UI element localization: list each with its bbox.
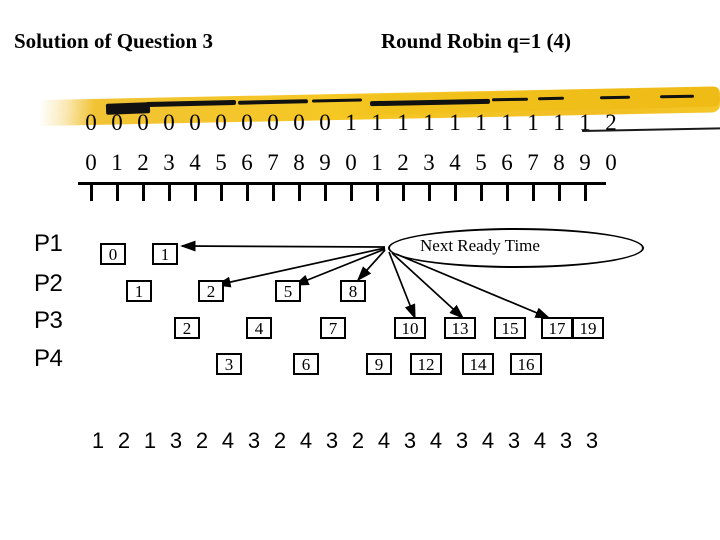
timeline-digit-tens: 0 [85, 110, 97, 135]
timeline-digit-units: 1 [111, 150, 123, 175]
timeline-digit-tens: 0 [215, 110, 227, 135]
timeline-digit-units: 0 [345, 150, 357, 175]
time-box: 0 [100, 243, 126, 265]
process-label-p4: P4 [34, 345, 63, 372]
timeline-digit-units: 1 [371, 150, 383, 175]
time-box: 15 [494, 317, 526, 339]
execution-sequence-item: 3 [455, 428, 469, 453]
time-box: 4 [246, 317, 272, 339]
time-box: 2 [174, 317, 200, 339]
timeline-digit-tens: 1 [501, 110, 513, 135]
marker-scribble [659, 94, 695, 99]
timeline-digit-units: 2 [137, 150, 149, 175]
time-box: 6 [293, 353, 319, 375]
execution-sequence-item: 3 [403, 428, 417, 453]
execution-sequence-item: 4 [377, 428, 391, 453]
timeline-digit-units: 5 [475, 150, 487, 175]
time-box: 2 [198, 280, 224, 302]
timeline-digit-units: 5 [215, 150, 227, 175]
time-box: 19 [572, 317, 604, 339]
timeline-digit-tens: 1 [345, 110, 357, 135]
timeline-digit-units: 8 [293, 150, 305, 175]
timeline-digit-tens: 0 [163, 110, 175, 135]
marker-scribble [537, 96, 565, 101]
execution-sequence-item: 4 [429, 428, 443, 453]
time-box: 1 [126, 280, 152, 302]
time-box: 12 [410, 353, 442, 375]
timeline-digit-units: 9 [579, 150, 591, 175]
timeline-digit-units: 8 [553, 150, 565, 175]
page-title: Solution of Question 3 [14, 29, 213, 53]
timeline-digit-units: 9 [319, 150, 331, 175]
timeline-digit-units: 6 [241, 150, 253, 175]
execution-sequence-item: 4 [221, 428, 235, 453]
timeline-digit-tens: 0 [137, 110, 149, 135]
timeline-digit-tens: 0 [111, 110, 123, 135]
time-box: 8 [340, 280, 366, 302]
timeline-digit-tens: 0 [189, 110, 201, 135]
process-label-p3: P3 [34, 307, 63, 334]
execution-sequence-item: 4 [481, 428, 495, 453]
time-box: 14 [462, 353, 494, 375]
page-subtitle: Round Robin q=1 (4) [381, 29, 571, 53]
timeline-digit-tens: 1 [527, 110, 539, 135]
execution-sequence-item: 2 [351, 428, 365, 453]
execution-sequence-item: 3 [247, 428, 261, 453]
marker-scribble [599, 95, 631, 100]
time-box: 17 [541, 317, 573, 339]
time-box: 3 [216, 353, 242, 375]
execution-sequence-item: 2 [117, 428, 131, 453]
timeline-digit-units: 0 [605, 150, 617, 175]
timeline-digit-tens: 0 [267, 110, 279, 135]
timeline-digit-units: 4 [449, 150, 461, 175]
execution-sequence-item: 3 [169, 428, 183, 453]
time-box: 9 [366, 353, 392, 375]
timeline-digit-tens: 1 [423, 110, 435, 135]
timeline-digit-tens: 1 [397, 110, 409, 135]
process-label-p2: P2 [34, 270, 63, 297]
timeline-digit-tens: 1 [579, 110, 591, 135]
next-ready-time-label: Next Ready Time [420, 236, 540, 255]
timeline-digit-tens: 2 [605, 110, 617, 135]
timeline-digit-units: 0 [85, 150, 97, 175]
execution-sequence-item: 3 [507, 428, 521, 453]
execution-sequence-item: 3 [585, 428, 599, 453]
timeline-digit-tens: 0 [293, 110, 305, 135]
time-box: 7 [320, 317, 346, 339]
timeline-digit-units: 3 [163, 150, 175, 175]
timeline-digit-units: 6 [501, 150, 513, 175]
timeline-digit-tens: 0 [319, 110, 331, 135]
time-box: 1 [152, 243, 178, 265]
execution-sequence-item: 3 [325, 428, 339, 453]
timeline-digit-units: 4 [189, 150, 201, 175]
execution-sequence-item: 2 [195, 428, 209, 453]
timeline-digit-tens: 1 [553, 110, 565, 135]
execution-sequence-item: 4 [533, 428, 547, 453]
execution-sequence-item: 1 [143, 428, 157, 453]
execution-sequence-item: 1 [91, 428, 105, 453]
process-label-p1: P1 [34, 230, 63, 257]
timeline-digit-units: 2 [397, 150, 409, 175]
execution-sequence-item: 2 [273, 428, 287, 453]
timeline-digit-tens: 1 [449, 110, 461, 135]
timeline-axis [78, 182, 606, 185]
time-box: 16 [510, 353, 542, 375]
timeline-digit-units: 3 [423, 150, 435, 175]
timeline-digit-units: 7 [267, 150, 279, 175]
time-box: 10 [394, 317, 426, 339]
execution-sequence-item: 3 [559, 428, 573, 453]
timeline-digit-tens: 1 [475, 110, 487, 135]
time-box: 13 [444, 317, 476, 339]
timeline-digit-tens: 0 [241, 110, 253, 135]
marker-scribble [491, 97, 529, 102]
timeline-digit-units: 7 [527, 150, 539, 175]
time-box: 5 [275, 280, 301, 302]
timeline-digit-tens: 1 [371, 110, 383, 135]
execution-sequence-item: 4 [299, 428, 313, 453]
